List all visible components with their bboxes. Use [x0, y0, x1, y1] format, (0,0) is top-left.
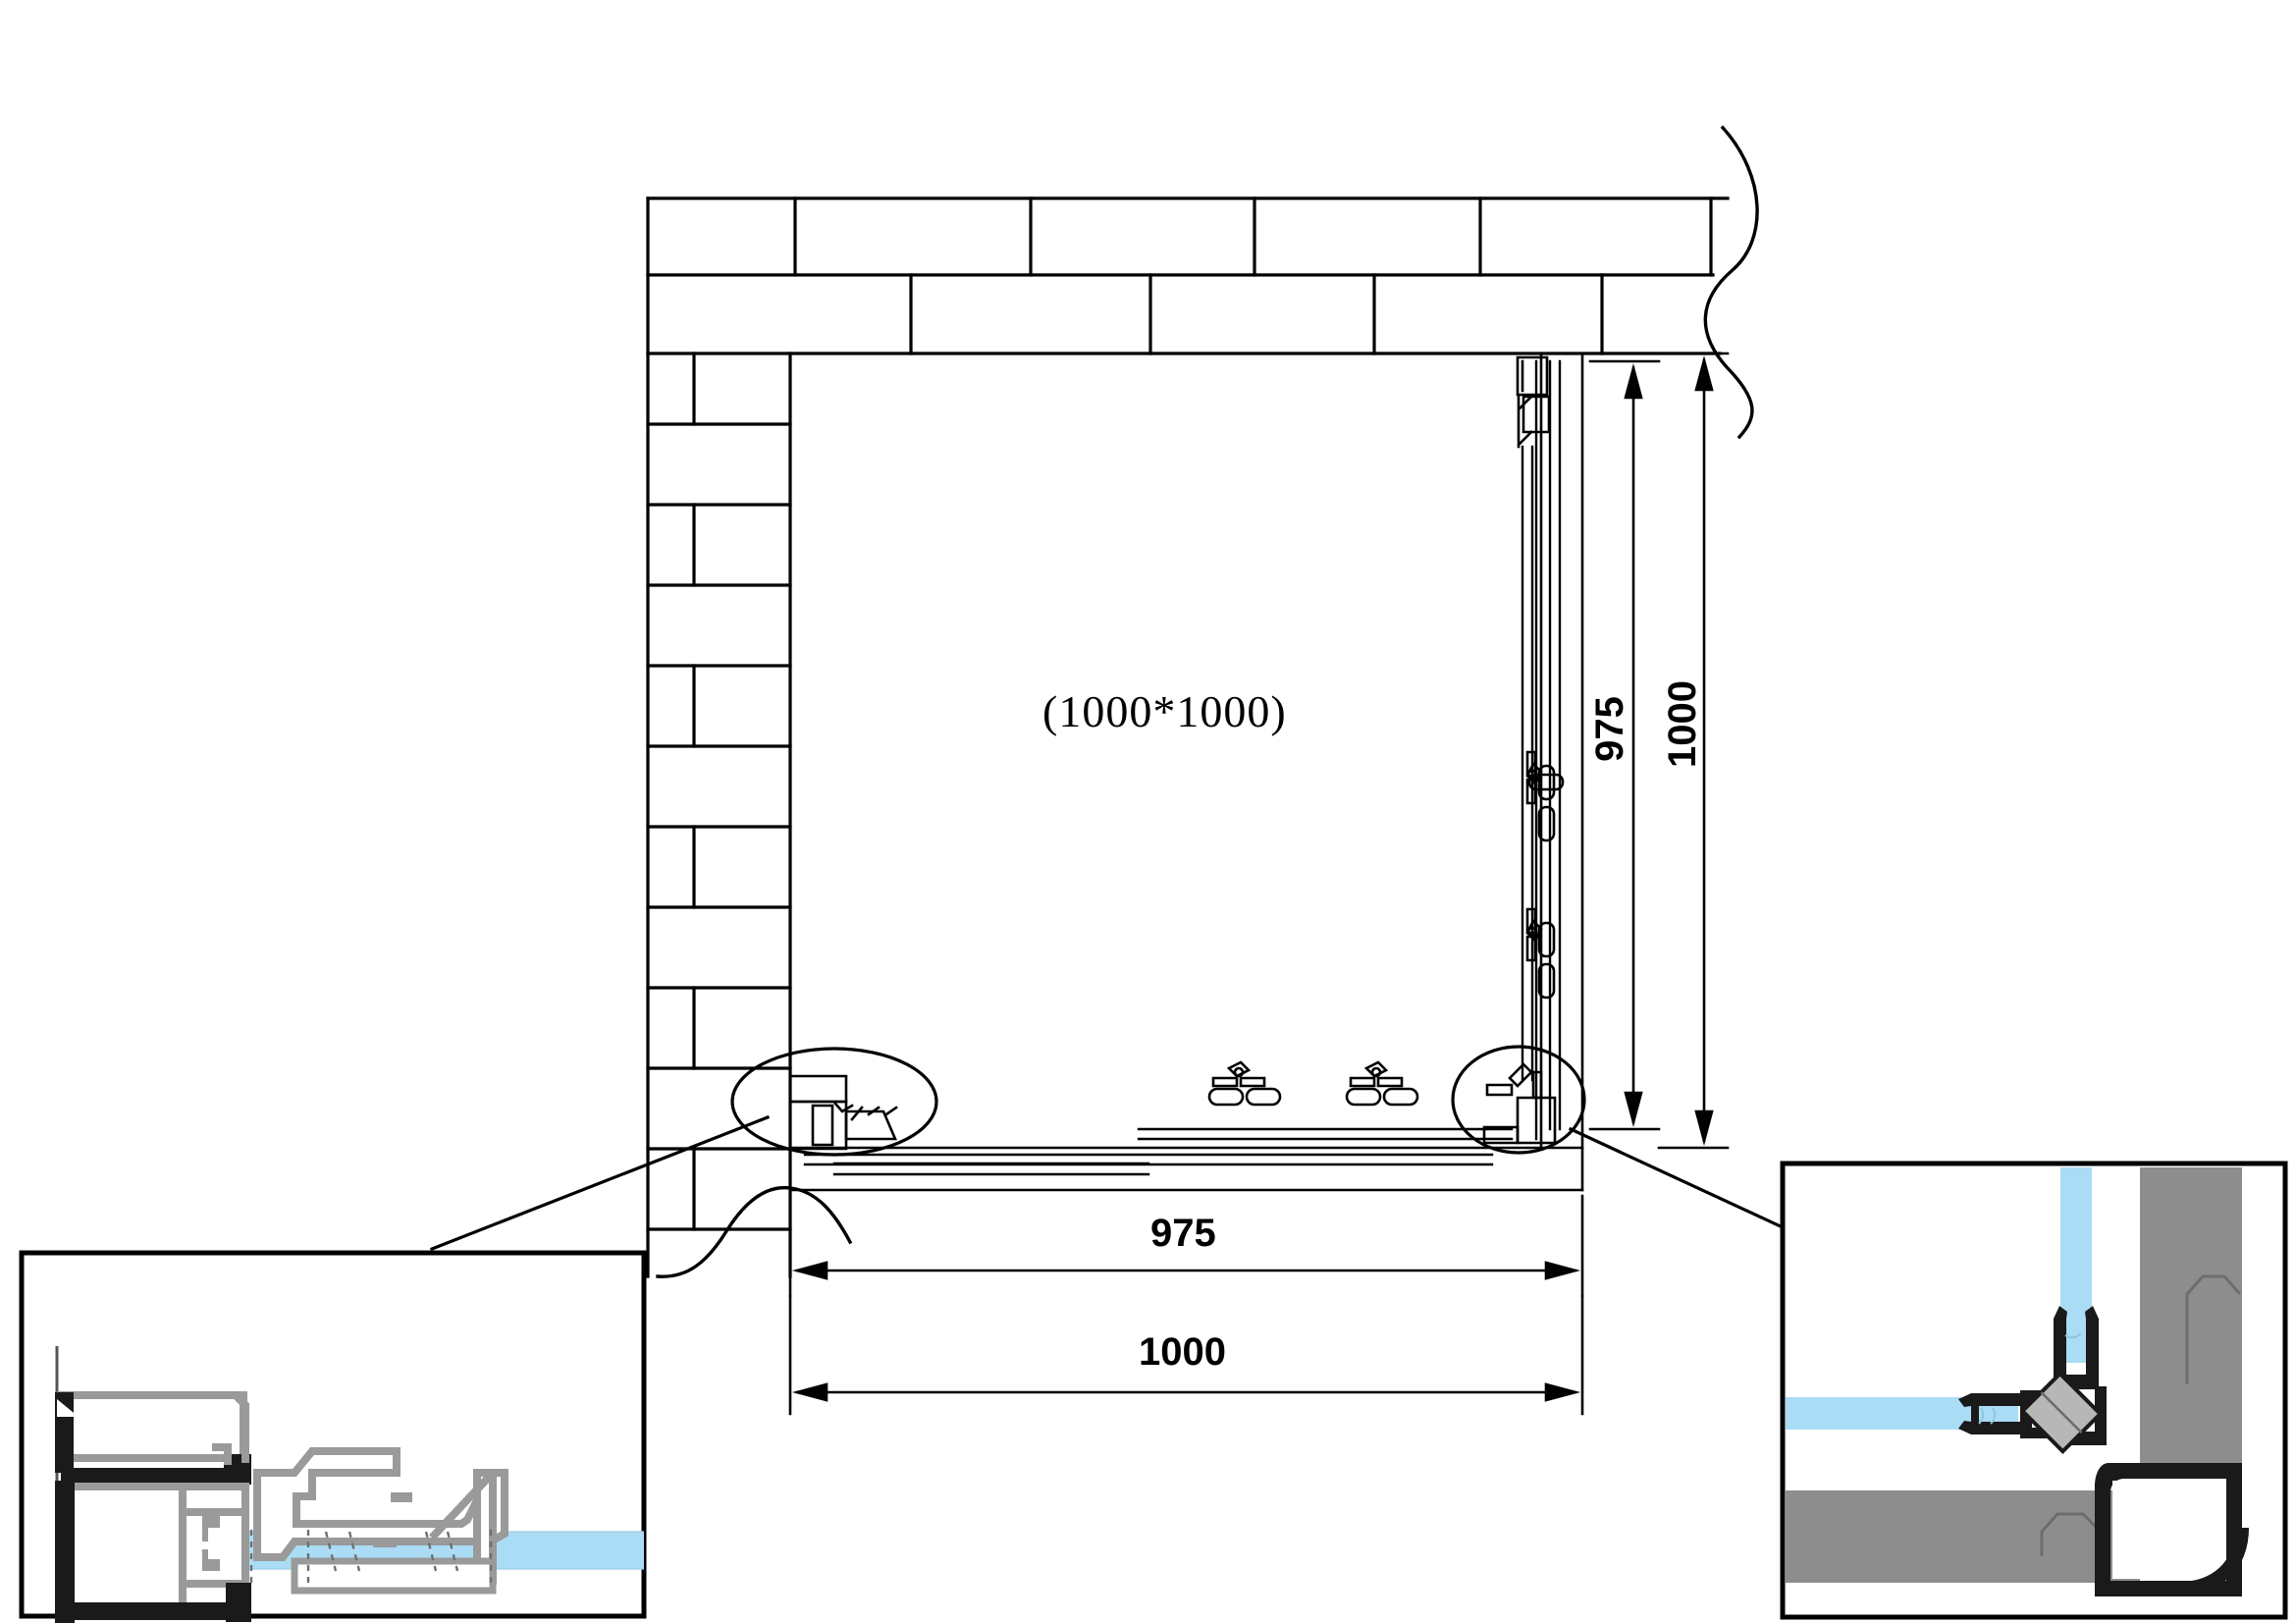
leader-line-right [1568, 1126, 1786, 1230]
profile-lower-cap [55, 1481, 251, 1623]
leader-line-left [429, 1114, 771, 1252]
profile-glazing-lip [373, 1492, 412, 1547]
profile-base-rail [291, 1557, 497, 1595]
callout-ellipse-right [1451, 1045, 1586, 1155]
enclosure-size-label: (1000*1000) [1042, 686, 1287, 736]
magnet-strip [2019, 1371, 2104, 1455]
right-glass-panel [1521, 359, 1562, 1141]
dimension-bottom-975 [788, 1157, 1584, 1298]
right-top-jamb [1516, 355, 1551, 449]
dimension-bottom-1000-label: 1000 [1139, 1330, 1226, 1374]
top-wall-bricks [646, 196, 1730, 355]
dimension-right-1000 [1657, 352, 1730, 1150]
tray-block-vertical [2140, 1167, 2242, 1477]
tray-outline [788, 352, 1584, 1192]
roller-assembly [1207, 1060, 1419, 1107]
profile-channel-hooks [202, 1514, 220, 1571]
bottom-left-jamb [788, 1074, 898, 1151]
bottom-glass-panel [803, 1127, 1514, 1176]
glass-pane-vertical [2060, 1167, 2092, 1363]
corner-drip-inner [2112, 1481, 2226, 1579]
profile-upper-lip [212, 1392, 249, 1465]
break-line-bottom-left [656, 1185, 853, 1278]
corner-drip-radius [2120, 1527, 2249, 1596]
dimension-right-975 [1588, 359, 1661, 1131]
dimension-bottom-1000 [788, 1294, 1584, 1416]
tray-block-horizontal [1786, 1490, 2140, 1583]
dimension-bottom-975-label: 975 [1150, 1212, 1216, 1255]
callout-ellipse-left [730, 1047, 938, 1157]
glass-highlights [1978, 1332, 2082, 1425]
roller-assembly-vertical [1525, 750, 1565, 1000]
hidden-fastener-lines [249, 1530, 493, 1583]
left-wall-bricks [646, 352, 792, 1278]
break-line-top-right [1703, 125, 1759, 440]
glass-pane-horizontal [1786, 1397, 2018, 1430]
